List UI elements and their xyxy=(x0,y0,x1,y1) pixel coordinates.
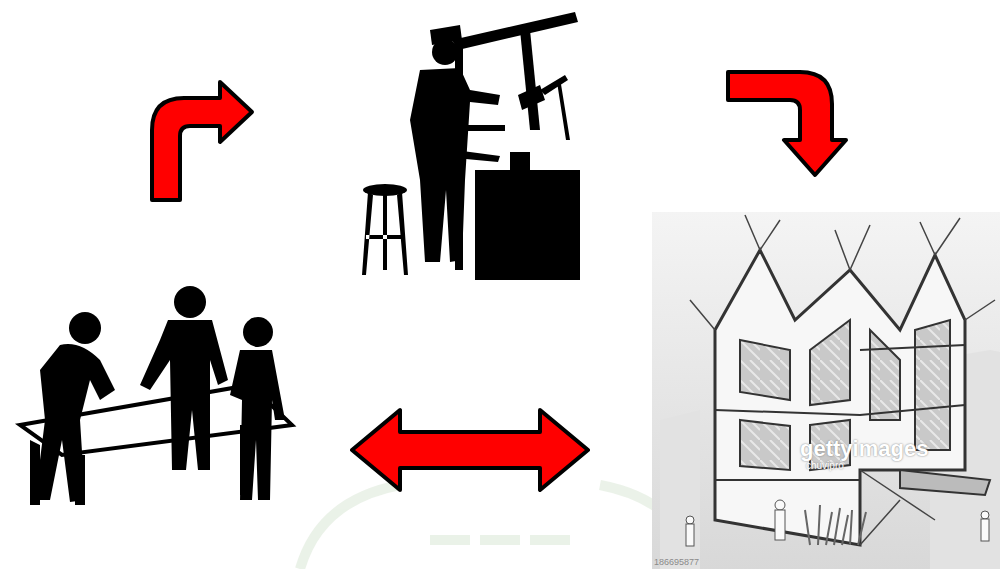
bent-arrow-right-down xyxy=(728,72,846,175)
building-sketch xyxy=(652,212,1000,569)
bent-arrow-up-right xyxy=(152,82,252,200)
team-at-table-silhouette xyxy=(20,286,292,505)
image-id: 186695877 xyxy=(654,558,699,567)
process-arrows xyxy=(152,72,846,490)
watermark-credit: chuvipro xyxy=(806,461,844,471)
double-arrow xyxy=(352,410,588,490)
faint-logo xyxy=(300,485,700,569)
draftsman-silhouette xyxy=(362,12,580,280)
watermark: gettyimages xyxy=(800,438,928,460)
